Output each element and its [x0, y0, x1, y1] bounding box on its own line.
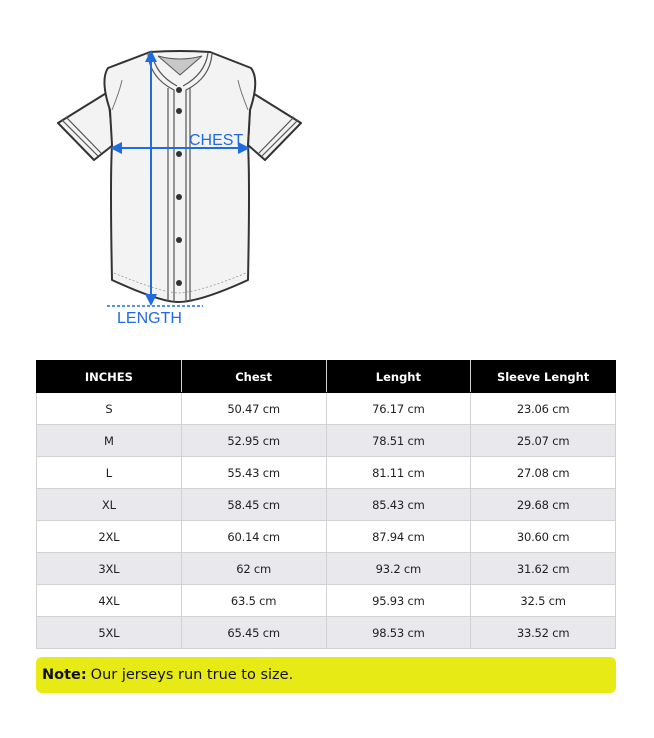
sleeve-cell: 23.06 cm	[470, 392, 616, 425]
sleeve-cell: 30.60 cm	[470, 520, 616, 553]
header-sleeve-length: Sleeve Lenght	[470, 360, 616, 393]
header-chest: Chest	[180, 360, 327, 393]
size-cell: 2XL	[36, 520, 182, 553]
length-cell: 76.17 cm	[325, 392, 472, 425]
chest-cell: 50.47 cm	[180, 392, 327, 425]
size-cell: L	[36, 456, 182, 489]
table-row: S 50.47 cm 76.17 cm 23.06 cm	[36, 392, 616, 425]
table-row: 5XL 65.45 cm 98.53 cm 33.52 cm	[36, 616, 616, 649]
size-cell: 4XL	[36, 584, 182, 617]
table-row: L 55.43 cm 81.11 cm 27.08 cm	[36, 456, 616, 489]
note-label: Note:	[42, 667, 87, 683]
length-cell: 87.94 cm	[325, 520, 472, 553]
jersey-icon	[57, 50, 302, 303]
table-row: 2XL 60.14 cm 87.94 cm 30.60 cm	[36, 520, 616, 553]
size-cell: XL	[36, 488, 182, 521]
table-header-row: INCHES Chest Lenght Sleeve Lenght	[36, 360, 616, 393]
chest-cell: 63.5 cm	[180, 584, 327, 617]
size-cell: M	[36, 424, 182, 457]
table-row: XL 58.45 cm 85.43 cm 29.68 cm	[36, 488, 616, 521]
note-text: Our jerseys run true to size.	[90, 667, 294, 683]
chest-label: CHEST	[189, 132, 243, 149]
sleeve-cell: 29.68 cm	[470, 488, 616, 521]
size-cell: 3XL	[36, 552, 182, 585]
length-cell: 85.43 cm	[325, 488, 472, 521]
length-cell: 98.53 cm	[325, 616, 472, 649]
chest-cell: 65.45 cm	[180, 616, 327, 649]
chest-cell: 52.95 cm	[180, 424, 327, 457]
size-cell: 5XL	[36, 616, 182, 649]
button-icons	[176, 87, 182, 286]
chest-cell: 55.43 cm	[180, 456, 327, 489]
sleeve-cell: 31.62 cm	[470, 552, 616, 585]
chest-cell: 60.14 cm	[180, 520, 327, 553]
length-cell: 93.2 cm	[325, 552, 472, 585]
table-row: 3XL 62 cm 93.2 cm 31.62 cm	[36, 552, 616, 585]
length-cell: 95.93 cm	[325, 584, 472, 617]
sleeve-cell: 27.08 cm	[470, 456, 616, 489]
table-row: M 52.95 cm 78.51 cm 25.07 cm	[36, 424, 616, 457]
collar	[157, 55, 203, 76]
chest-cell: 62 cm	[180, 552, 327, 585]
table-row: 4XL 63.5 cm 95.93 cm 32.5 cm	[36, 584, 616, 617]
header-size: INCHES	[36, 360, 182, 393]
sizing-note: Note: Our jerseys run true to size.	[36, 657, 616, 693]
sleeve-cell: 25.07 cm	[470, 424, 616, 457]
chest-cell: 58.45 cm	[180, 488, 327, 521]
size-cell: S	[36, 392, 182, 425]
length-cell: 81.11 cm	[325, 456, 472, 489]
jersey-size-diagram: CHEST LENGTH	[50, 40, 310, 330]
length-label: LENGTH	[117, 310, 182, 327]
size-chart-table: INCHES Chest Lenght Sleeve Lenght S 50.4…	[36, 360, 616, 649]
chest-arrow-icon	[110, 142, 250, 154]
sleeve-cell: 32.5 cm	[470, 584, 616, 617]
header-length: Lenght	[325, 360, 472, 393]
length-cell: 78.51 cm	[325, 424, 472, 457]
sleeve-cell: 33.52 cm	[470, 616, 616, 649]
length-arrow-icon	[145, 50, 157, 306]
